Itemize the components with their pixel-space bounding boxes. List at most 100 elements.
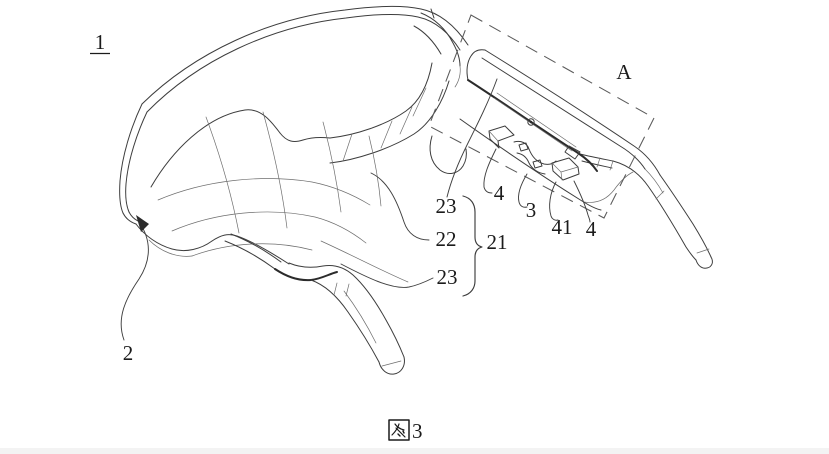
cushion-grid-h2 [171, 211, 367, 244]
center-component-upper [513, 140, 557, 165]
module-top-edge-inner [481, 57, 646, 170]
leader-3 [518, 173, 528, 208]
visor-left-bottom-cap-b [128, 211, 139, 222]
arm-right-tick [655, 190, 665, 200]
caption-figure-number: 3 [412, 419, 423, 443]
right-eyecup-arc-inner [413, 25, 442, 55]
arm-left-mid-line [343, 290, 377, 344]
arm-right-tip-cap [696, 248, 710, 254]
arm-left-outer-edge [310, 279, 380, 363]
bottom-lip-fold [148, 239, 193, 257]
leader-2 [120, 221, 149, 341]
hinge-gap-hook [429, 135, 467, 174]
arm-left-tip-cap [381, 360, 402, 367]
arm-right-hinge-tick-2 [609, 160, 614, 171]
button-front-outline [488, 125, 515, 149]
arm-left-elbow [274, 268, 338, 282]
module-slot-notch [564, 145, 581, 160]
detail-region-dashed-box [428, 14, 655, 219]
caption-hanzi-tu-stroke-1 [394, 423, 405, 431]
leader-41 [549, 181, 559, 221]
center-component-lower [516, 152, 546, 175]
caption-hanzi-tu-dot-2 [402, 430, 405, 434]
label-4-front: 4 [494, 181, 505, 205]
button-rear-ridge [560, 166, 579, 173]
group-brace-21 [462, 195, 483, 297]
cushion-nose-dip [279, 132, 331, 142]
module-front-bottom-edge [467, 79, 598, 172]
caption-hanzi-tu-dot-1 [397, 433, 401, 437]
leader-4-front [483, 148, 497, 194]
cushion-grid-v3 [322, 121, 342, 213]
right-eyecup-arc-outer [420, 12, 461, 67]
cushion-left-hump [150, 109, 281, 188]
temple-arm-right [579, 153, 713, 269]
label-23-bottom: 23 [437, 265, 458, 289]
temple-arm-left [224, 233, 405, 375]
module-underside-edge [459, 118, 602, 211]
cushion-grid-v2 [262, 111, 288, 229]
scan-artifact-strip [0, 448, 829, 454]
arm-right-outer-edge [659, 174, 712, 258]
label-3: 3 [526, 198, 537, 222]
headset-front-shell [119, 5, 469, 283]
cushion-grid-h1 [157, 178, 371, 206]
caption-hanzi-tu-stroke-2 [391, 423, 400, 436]
arm-left-tick-2 [345, 283, 350, 297]
label-device-1: 1 [95, 30, 106, 54]
cushion-right-band-inner [329, 80, 450, 164]
label-region-A: A [616, 60, 632, 84]
right-eyecup-arc-small [454, 65, 461, 88]
arm-left-upper-edge [288, 262, 405, 358]
caption-hanzi-tu-box [388, 419, 410, 441]
band-rung-4 [412, 87, 427, 117]
label-41: 41 [552, 215, 573, 239]
band-rung-3 [399, 106, 413, 135]
figure-caption: 3 [388, 419, 423, 443]
label-22: 22 [436, 227, 457, 251]
arm-right-inner-edge [612, 160, 697, 261]
arm-right-mid-line [644, 168, 664, 194]
module-end-tab [466, 49, 486, 81]
module-top-edge-outer [484, 49, 661, 176]
band-rung-2 [380, 120, 393, 149]
button-rear-outline [551, 157, 580, 181]
side-module [459, 49, 661, 211]
module-screw [527, 118, 535, 126]
arm-left-strap-b [224, 240, 276, 270]
label-21: 21 [487, 230, 508, 254]
button-front-ridge [488, 130, 499, 142]
visor-left-bottom-cap-a [122, 212, 137, 225]
leader-lines [120, 78, 591, 341]
arm-left-strap-a [230, 233, 282, 263]
arm-right-tip [695, 256, 713, 269]
label-2: 2 [123, 341, 134, 365]
leader-4-rear [573, 180, 591, 223]
button-rear-front-face [551, 162, 563, 181]
leader-2-arrowhead [136, 215, 149, 232]
body-underside-silhouette [320, 240, 409, 283]
center-component-hole-2 [532, 159, 543, 169]
visor-left-edge-outer [119, 103, 143, 214]
caption-hanzi-tu-stroke-3 [395, 427, 406, 438]
band-rung-1 [342, 133, 353, 162]
arm-left-tick-1 [333, 282, 338, 296]
visor-top-rim-inner [146, 13, 461, 113]
visor-rim-joint [430, 8, 435, 19]
cushion-right-band-outer [329, 62, 433, 139]
module-screw-dot [529, 120, 533, 124]
cushion-grid-v4 [368, 135, 382, 207]
reference-labels: 1 A 23 22 23 21 4 3 41 4 2 [90, 30, 632, 365]
bottom-lip-left [135, 223, 213, 252]
module-slot-a [496, 92, 577, 148]
leader-22 [370, 172, 430, 241]
visor-left-edge-inner [125, 111, 148, 213]
leader-23-bottom [340, 263, 434, 288]
center-component-hole-1 [518, 142, 529, 152]
detail-region-A [428, 14, 655, 219]
arm-left-tip [378, 356, 405, 375]
cushion-grid-v1 [205, 116, 240, 234]
label-23-top: 23 [436, 194, 457, 218]
arm-right-hinge-tick-1 [596, 157, 601, 168]
